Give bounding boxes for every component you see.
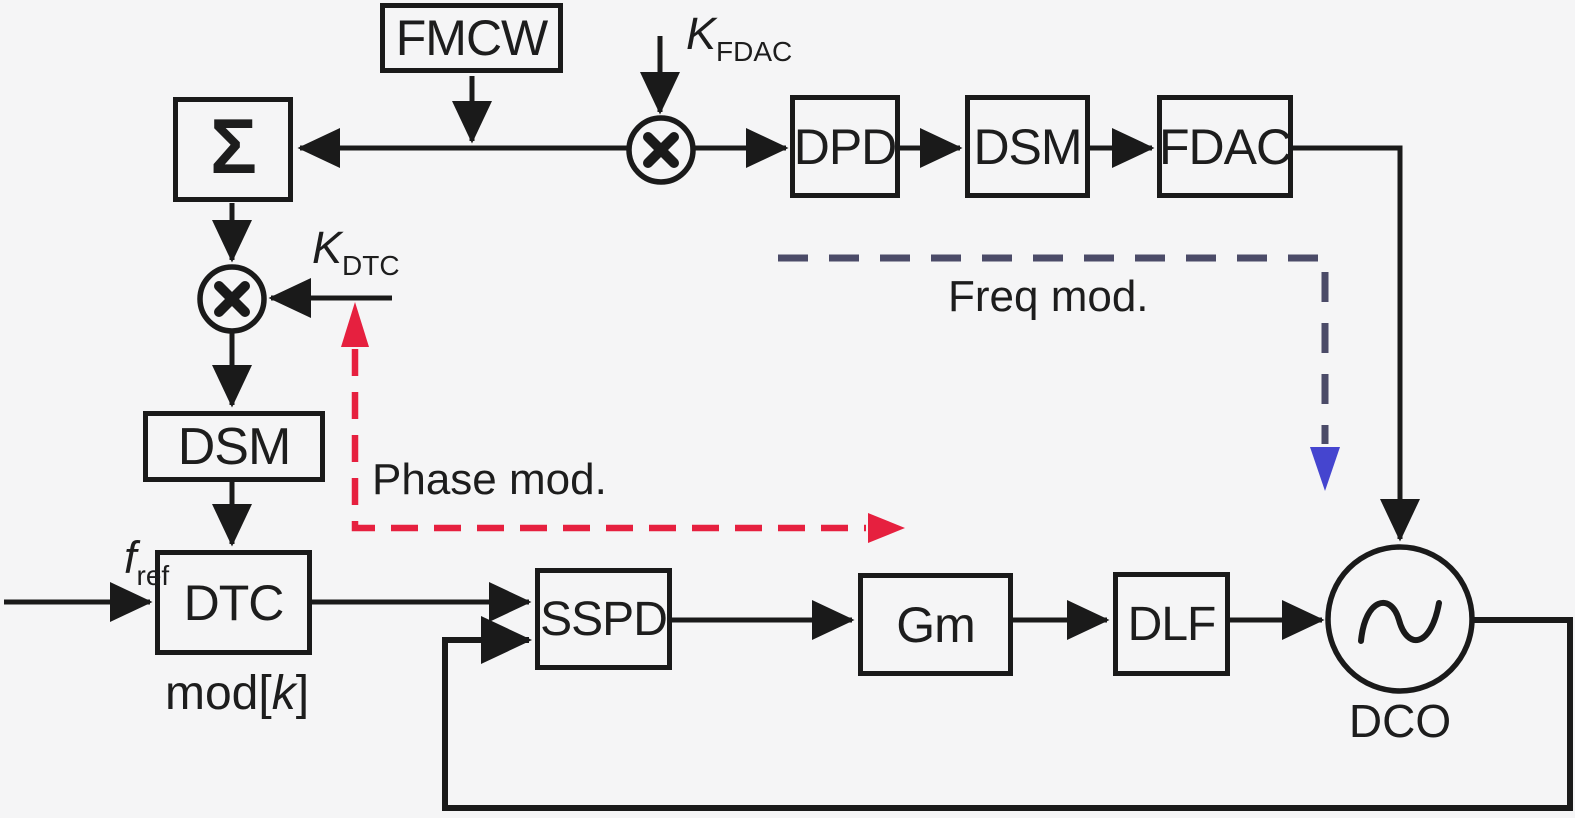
freq-mod-arrowhead-icon <box>1310 447 1340 491</box>
modk-post: ] <box>295 667 310 720</box>
block-dsm-phase-label: DSM <box>177 417 292 476</box>
freq-mod-dashed-path <box>778 254 1329 444</box>
block-dsm-freq: DSM <box>965 95 1090 198</box>
block-dlf: DLF <box>1113 572 1230 676</box>
block-sspd-label: SSPD <box>540 592 668 646</box>
block-dtc-label: DTC <box>183 574 285 631</box>
block-dsm-phase: DSM <box>143 411 325 482</box>
dco-oscillator-icon <box>1325 544 1475 694</box>
block-dsm-freq-label: DSM <box>973 118 1082 175</box>
block-gm: Gm <box>858 573 1013 676</box>
phase-mod-right-arrowhead-icon <box>868 513 905 543</box>
kdtc-symbol: K <box>312 222 343 273</box>
modk-label: mod[k] <box>150 666 324 721</box>
block-sspd: SSPD <box>535 568 672 670</box>
kfdac-label: KFDAC <box>686 8 792 68</box>
block-fdac: FDAC <box>1157 95 1293 198</box>
fref-label: fref <box>124 532 169 592</box>
block-fmcw-label: FMCW <box>395 10 548 66</box>
kdtc-subscript: DTC <box>342 250 400 281</box>
multiplier-kdtc-icon <box>197 264 267 334</box>
block-accumulator: Σ <box>173 97 293 202</box>
phase-mod-caption: Phase mod. <box>372 455 607 504</box>
multiplier-kfdac-icon <box>626 115 696 185</box>
fref-symbol: f <box>124 532 137 583</box>
block-gm-label: Gm <box>896 596 976 653</box>
modk-var: k <box>271 667 296 720</box>
block-dtc: DTC <box>155 550 312 655</box>
sigma-symbol: Σ <box>210 102 257 190</box>
wire-dco-feedback-to-sspd <box>442 616 1573 811</box>
dco-label: DCO <box>1348 695 1452 747</box>
kdtc-label: KDTC <box>312 222 400 282</box>
block-dpd-label: DPD <box>793 118 898 175</box>
block-dlf-label: DLF <box>1127 597 1217 651</box>
kfdac-symbol: K <box>686 8 717 59</box>
block-fmcw: FMCW <box>380 3 563 73</box>
kfdac-subscript: FDAC <box>716 36 793 67</box>
phase-mod-up-arrowhead-icon <box>341 302 369 347</box>
fref-subscript: ref <box>136 560 170 591</box>
freq-mod-caption: Freq mod. <box>948 272 1149 321</box>
sine-wave-icon <box>1358 599 1442 644</box>
phase-mod-dashed-path <box>351 349 866 532</box>
block-fdac-label: FDAC <box>1158 118 1292 175</box>
wire-fdac-to-dco <box>1293 145 1420 542</box>
block-dpd: DPD <box>790 95 900 198</box>
modk-pre: mod[ <box>164 667 272 720</box>
